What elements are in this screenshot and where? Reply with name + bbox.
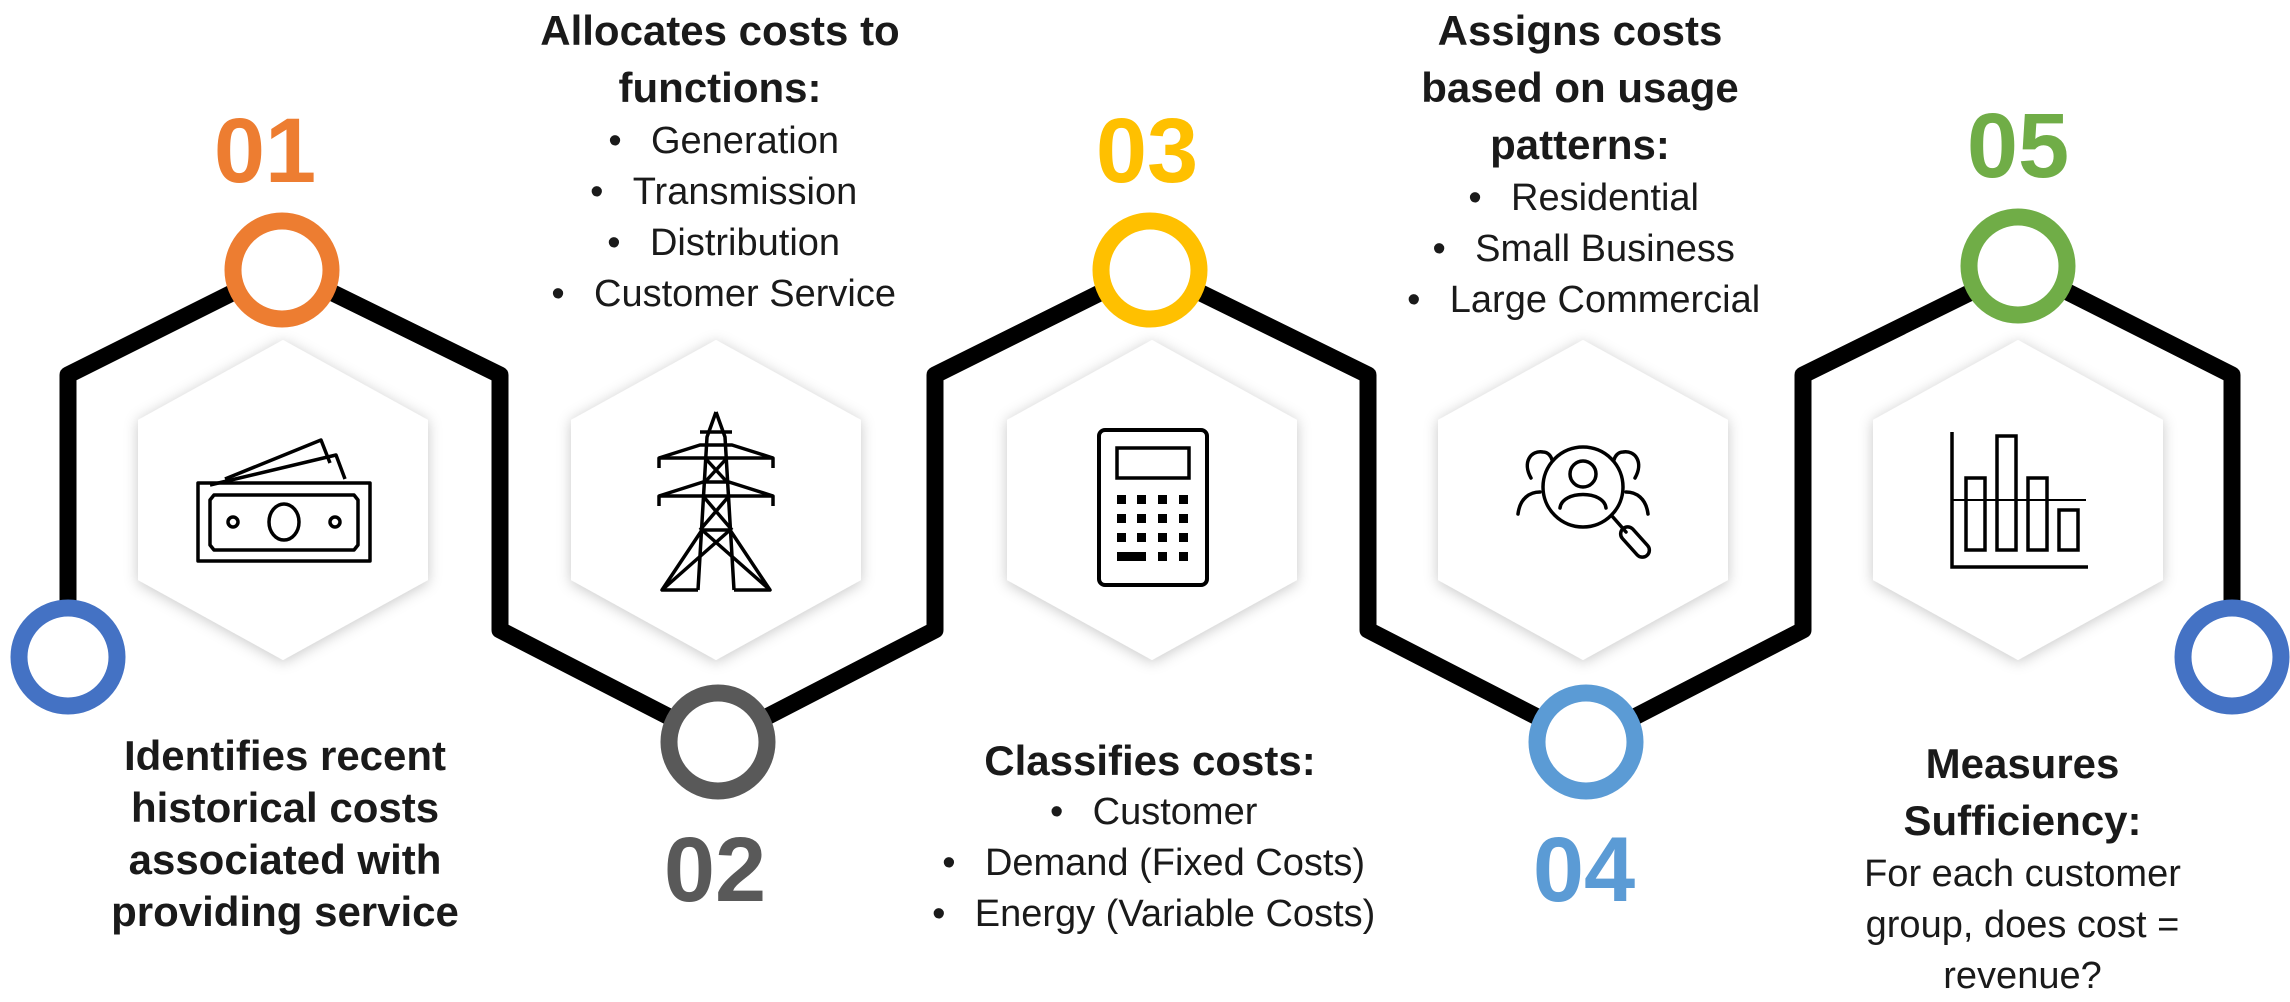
list-item: Generation <box>470 116 970 167</box>
step-4-node <box>1528 684 1644 800</box>
endpoint-right-node <box>2174 599 2290 715</box>
step-2-heading-line: functions: <box>618 64 822 111</box>
step-4-bullet-list: Residential Small Business Large Commerc… <box>1330 173 1830 326</box>
step-2-number: 02 <box>663 819 767 921</box>
step-1-heading-line: historical costs <box>130 784 440 831</box>
list-item: Large Commercial <box>1330 275 1830 326</box>
hexagon-step-4 <box>1438 340 1728 660</box>
step-1-heading-line: providing service <box>111 888 459 935</box>
hexagon-step-1 <box>138 340 428 660</box>
list-item: Demand (Fixed Costs) <box>880 838 1420 889</box>
step-2-node <box>660 684 776 800</box>
list-item: Residential <box>1330 173 1830 224</box>
step-4-heading-line: Assigns costs <box>1437 7 1723 54</box>
step-1-heading-line: Identifies recent <box>123 732 447 779</box>
step-5-heading-line: Sufficiency: <box>1903 797 2142 844</box>
step-2-heading-line: Allocates costs to <box>540 7 900 54</box>
step-3-number: 03 <box>1095 100 1199 202</box>
list-item: Energy (Variable Costs) <box>880 889 1420 940</box>
step-5-heading-line: Measures <box>1925 740 2120 787</box>
hexagon-step-2 <box>571 340 861 660</box>
hexagon-step-3 <box>1007 340 1297 660</box>
step-3-description: Classifies costs: Customer Demand (Fixed… <box>880 735 1420 940</box>
step-5-description: Measures Sufficiency: For each customer … <box>1800 735 2245 1002</box>
step-2-bullet-list: Generation Transmission Distribution Cus… <box>470 116 970 320</box>
step-3-heading: Classifies costs: <box>984 737 1316 784</box>
step-5-body: For each customer group, does cost = rev… <box>1800 849 2245 1002</box>
step-3-node <box>1092 212 1208 328</box>
list-item: Customer <box>880 787 1420 838</box>
bar-chart-icon <box>1950 432 2088 569</box>
step-5-body-line: For each customer <box>1864 853 2181 895</box>
step-5-body-line: group, does cost = <box>1865 904 2180 946</box>
step-1-node <box>224 212 340 328</box>
step-5-body-line: revenue? <box>1943 955 2102 997</box>
step-1-description: Identifies recent historical costs assoc… <box>60 730 510 938</box>
step-3-bullet-list: Customer Demand (Fixed Costs) Energy (Va… <box>880 787 1420 940</box>
user-search-icon <box>1516 445 1652 559</box>
step-4-number: 04 <box>1532 819 1636 921</box>
step-5-node <box>1960 208 2076 324</box>
endpoint-left-node <box>10 599 126 715</box>
step-5-number: 05 <box>1966 95 2070 197</box>
list-item: Distribution <box>470 218 970 269</box>
step-4-heading-line: patterns: <box>1490 121 1670 168</box>
money-icon <box>196 438 372 563</box>
list-item: Transmission <box>470 167 970 218</box>
step-4-heading-line: based on usage <box>1421 64 1739 111</box>
step-1-heading-line: associated with <box>128 836 442 883</box>
step-4-description: Assigns costs based on usage patterns: R… <box>1330 2 1830 326</box>
transmission-tower-icon <box>657 411 775 592</box>
step-1-number: 01 <box>213 100 317 202</box>
step-2-description: Allocates costs to functions: Generation… <box>470 2 970 320</box>
list-item: Small Business <box>1330 224 1830 275</box>
calculator-icon <box>1097 428 1209 587</box>
list-item: Customer Service <box>470 269 970 320</box>
